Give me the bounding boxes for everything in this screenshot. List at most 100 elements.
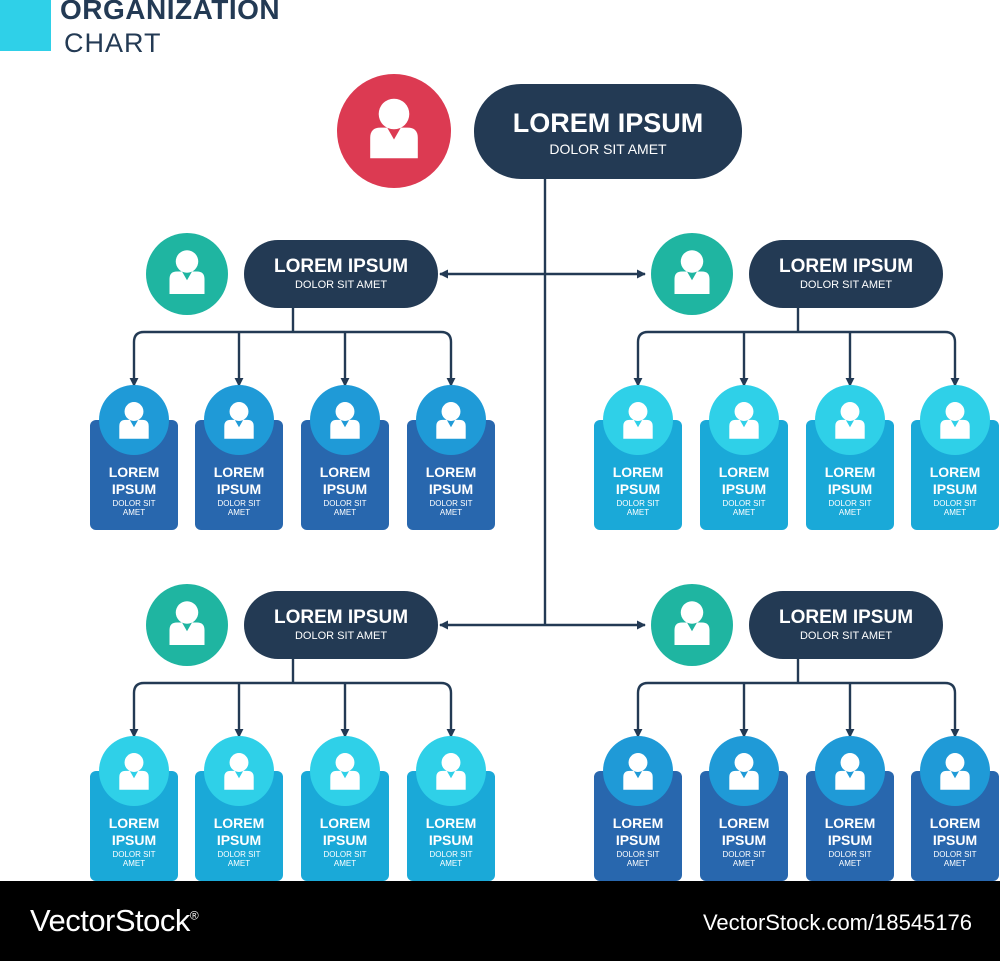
root-subtitle: DOLOR SIT AMET xyxy=(549,141,667,157)
member-subtitle-line1: DOLOR SIT xyxy=(323,850,367,859)
person-icon xyxy=(729,402,759,439)
person-icon xyxy=(224,402,254,439)
manager-title: LOREM IPSUM xyxy=(273,256,409,277)
member-subtitle-line2: AMET xyxy=(732,859,756,868)
member-title-line1: LOREM xyxy=(929,464,981,480)
member-title-line1: LOREM xyxy=(319,815,371,831)
logo-square xyxy=(0,0,51,51)
member-title-line1: LOREM xyxy=(425,815,477,831)
manager-box xyxy=(749,240,943,308)
member-card xyxy=(407,420,495,530)
member-subtitle-line1: DOLOR SIT xyxy=(722,499,766,508)
member-title-line2: IPSUM xyxy=(428,481,474,497)
person-icon xyxy=(674,250,710,294)
member-card xyxy=(806,420,894,530)
member-title-line1: LOREM xyxy=(612,464,664,480)
person-icon xyxy=(436,753,466,790)
manager-subtitle: DOLOR SIT AMET xyxy=(294,279,388,291)
distribution-line xyxy=(636,330,957,384)
person-icon xyxy=(330,402,360,439)
member-title-line2: IPSUM xyxy=(216,832,262,848)
member-subtitle-line2: AMET xyxy=(227,508,251,517)
manager-title: LOREM IPSUM xyxy=(778,256,914,277)
member-card xyxy=(594,771,682,881)
manager-subtitle: DOLOR SIT AMET xyxy=(799,279,893,291)
member-title-line2: IPSUM xyxy=(721,832,767,848)
member-card xyxy=(407,771,495,881)
person-icon xyxy=(940,402,970,439)
member-title-line2: IPSUM xyxy=(111,832,157,848)
member-card xyxy=(90,420,178,530)
member-subtitle-line1: DOLOR SIT xyxy=(616,499,660,508)
member-title-line1: LOREM xyxy=(213,815,265,831)
person-icon xyxy=(623,753,653,790)
member-title-line1: LOREM xyxy=(929,815,981,831)
person-icon xyxy=(224,753,254,790)
member-title-line1: LOREM xyxy=(425,464,477,480)
member-subtitle-line1: DOLOR SIT xyxy=(217,850,261,859)
member-title-line1: LOREM xyxy=(108,815,160,831)
member-title-line2: IPSUM xyxy=(322,481,368,497)
person-icon xyxy=(835,753,865,790)
chart-title: ORGANIZATION xyxy=(60,0,281,25)
person-icon xyxy=(119,402,149,439)
member-subtitle-line1: DOLOR SIT xyxy=(828,499,872,508)
person-icon xyxy=(330,753,360,790)
person-icon xyxy=(674,601,710,645)
member-card xyxy=(700,420,788,530)
member-title-line2: IPSUM xyxy=(111,481,157,497)
root-title: LOREM IPSUM xyxy=(512,108,704,138)
person-icon xyxy=(729,753,759,790)
member-subtitle-line2: AMET xyxy=(439,859,463,868)
member-subtitle-line2: AMET xyxy=(122,508,146,517)
member-subtitle-line1: DOLOR SIT xyxy=(933,850,977,859)
member-subtitle-line1: DOLOR SIT xyxy=(828,850,872,859)
chart-subtitle: CHART xyxy=(64,28,162,58)
person-icon xyxy=(169,601,205,645)
manager-box xyxy=(244,591,438,659)
member-title-line1: LOREM xyxy=(824,815,876,831)
member-title-line2: IPSUM xyxy=(827,832,873,848)
member-title-line1: LOREM xyxy=(612,815,664,831)
member-card xyxy=(195,771,283,881)
member-subtitle-line1: DOLOR SIT xyxy=(429,850,473,859)
person-icon xyxy=(436,402,466,439)
member-card xyxy=(301,420,389,530)
watermark-brand: VectorStock® xyxy=(30,903,199,938)
manager-avatar xyxy=(146,584,228,666)
person-icon xyxy=(623,402,653,439)
member-subtitle-line1: DOLOR SIT xyxy=(616,850,660,859)
member-title-line2: IPSUM xyxy=(615,481,661,497)
member-title-line1: LOREM xyxy=(718,464,770,480)
root-avatar xyxy=(337,74,451,188)
distribution-line xyxy=(132,681,453,735)
watermark-url: VectorStock.com/18545176 xyxy=(702,910,972,935)
member-subtitle-line1: DOLOR SIT xyxy=(217,499,261,508)
member-title-line1: LOREM xyxy=(213,464,265,480)
distribution-line xyxy=(636,681,957,735)
member-title-line2: IPSUM xyxy=(932,481,978,497)
member-title-line2: IPSUM xyxy=(428,832,474,848)
member-card xyxy=(90,771,178,881)
manager-title: LOREM IPSUM xyxy=(778,607,914,628)
member-title-line2: IPSUM xyxy=(322,832,368,848)
member-subtitle-line2: AMET xyxy=(626,508,650,517)
member-card xyxy=(301,771,389,881)
member-card xyxy=(806,771,894,881)
connector-lines xyxy=(129,179,960,738)
member-subtitle-line2: AMET xyxy=(838,508,862,517)
member-title-line1: LOREM xyxy=(108,464,160,480)
manager-title: LOREM IPSUM xyxy=(273,607,409,628)
member-title-line2: IPSUM xyxy=(932,832,978,848)
member-title-line2: IPSUM xyxy=(615,832,661,848)
member-subtitle-line1: DOLOR SIT xyxy=(933,499,977,508)
manager-avatar xyxy=(651,233,733,315)
member-subtitle-line2: AMET xyxy=(943,508,967,517)
member-card xyxy=(195,420,283,530)
manager-avatar xyxy=(651,584,733,666)
member-subtitle-line2: AMET xyxy=(333,859,357,868)
member-subtitle-line2: AMET xyxy=(122,859,146,868)
member-subtitle-line2: AMET xyxy=(732,508,756,517)
member-title-line1: LOREM xyxy=(824,464,876,480)
member-subtitle-line1: DOLOR SIT xyxy=(722,850,766,859)
